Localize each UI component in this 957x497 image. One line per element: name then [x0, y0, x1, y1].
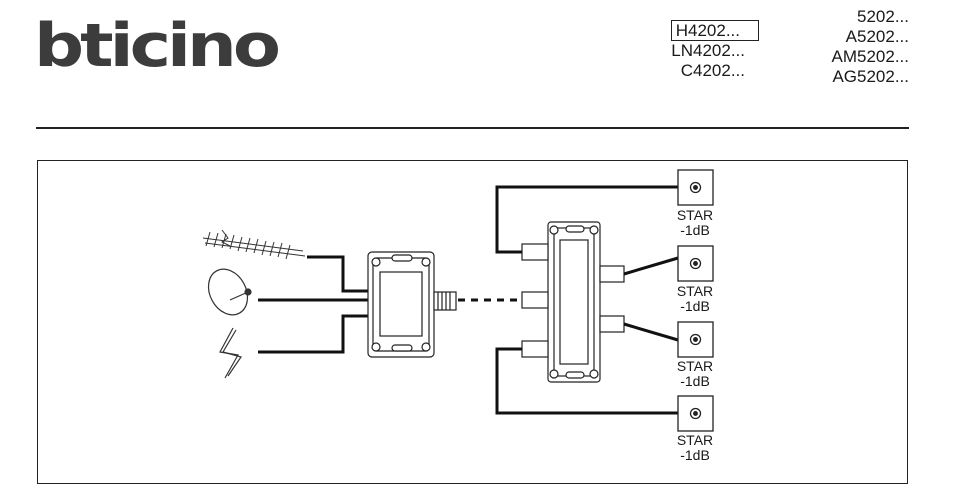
- outlet-cables: [495, 185, 679, 415]
- product-code: LN4202...: [671, 41, 745, 60]
- outlet-label-3: STAR -1dB: [665, 359, 725, 389]
- product-codes-group-2: 5202... A5202... AM5202... AG5202...: [832, 7, 910, 87]
- splitter-module: [521, 221, 625, 383]
- coax-socket-icon: [677, 245, 714, 282]
- outlet-label-4: STAR -1dB: [665, 433, 725, 463]
- product-code: C4202...: [680, 61, 745, 80]
- outlet-type: STAR: [676, 207, 714, 223]
- outlet-type: STAR: [676, 432, 714, 448]
- product-code-highlighted: H4202...: [670, 20, 759, 41]
- product-code: 5202...: [857, 7, 909, 26]
- coax-socket-icon: [677, 395, 714, 432]
- bticino-logo: bticino: [34, 10, 281, 81]
- outlet-attenuation: -1dB: [680, 222, 710, 238]
- satellite-dish-icon: [207, 268, 252, 316]
- product-code: A5202...: [845, 27, 909, 46]
- outlet-type: STAR: [676, 283, 714, 299]
- mixer-module: [367, 251, 457, 358]
- outlet-label-1: STAR -1dB: [665, 208, 725, 238]
- diagram-frame: [37, 160, 908, 484]
- outlet-attenuation: -1dB: [680, 298, 710, 314]
- header-divider: [36, 127, 909, 129]
- product-code: AM5202...: [831, 47, 910, 66]
- antenna-icon: [202, 229, 306, 260]
- product-codes-group-1: H4202... LN4202... C4202...: [670, 20, 759, 81]
- input-cables: [258, 255, 372, 354]
- outlet-attenuation: -1dB: [680, 373, 710, 389]
- coax-socket-icon: [677, 321, 714, 358]
- coax-socket-icon: [677, 169, 714, 206]
- outlet-type: STAR: [676, 358, 714, 374]
- lightning-icon: [219, 327, 242, 379]
- product-code: AG5202...: [832, 67, 909, 86]
- outlet-label-2: STAR -1dB: [665, 284, 725, 314]
- outlet-attenuation: -1dB: [680, 447, 710, 463]
